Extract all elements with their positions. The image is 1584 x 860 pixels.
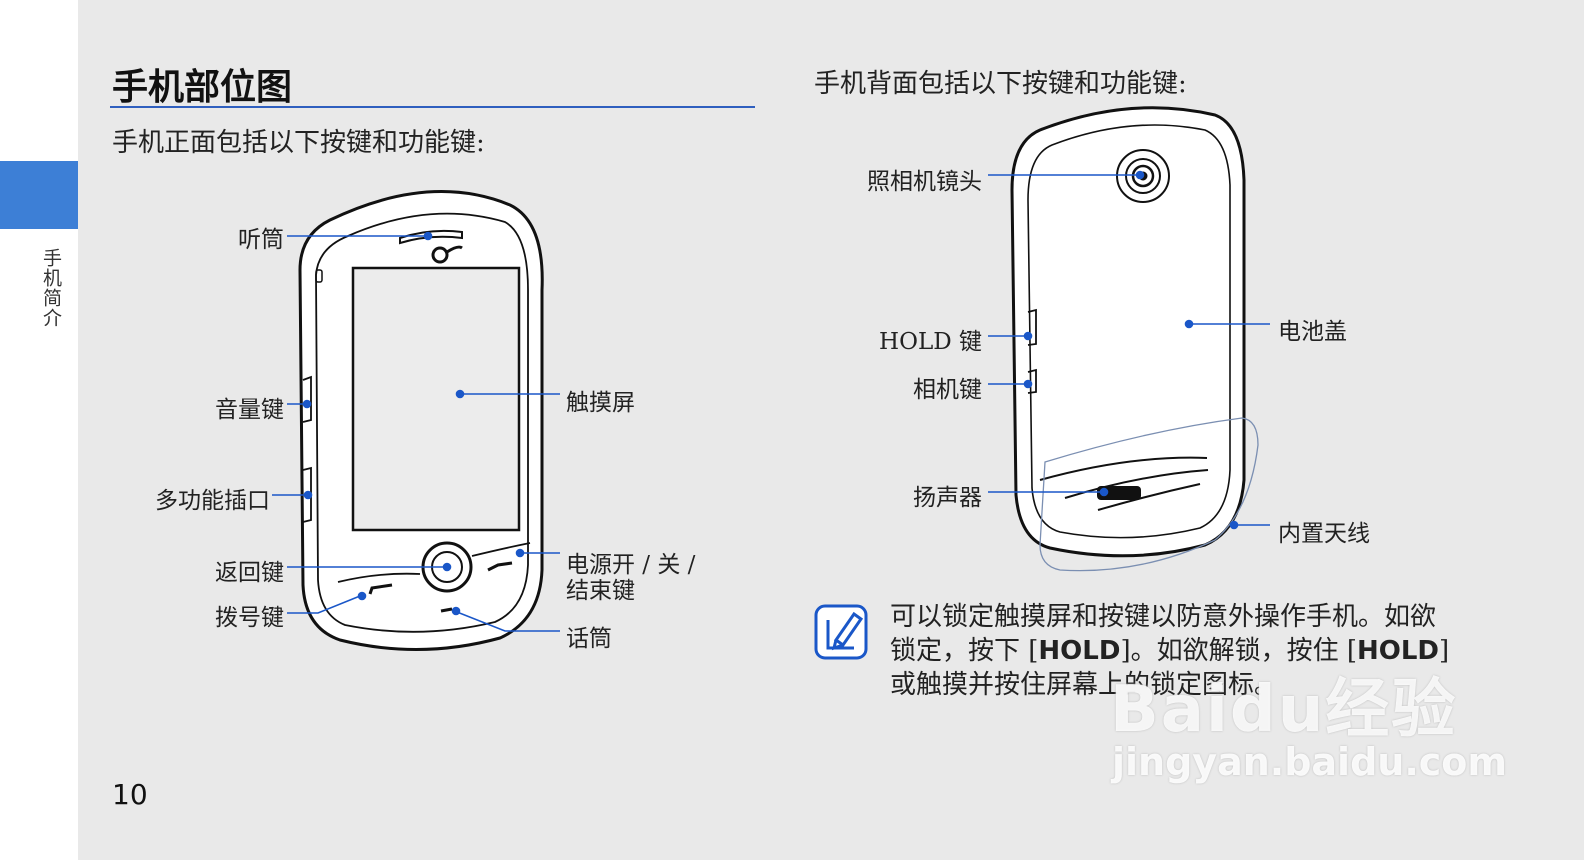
front-intro: 手机正面包括以下按键和功能键: [112, 128, 485, 158]
label-microphone: 话筒 [566, 626, 612, 652]
note-text-3: ] 或触摸并按住屏幕上的锁定图标。 [890, 636, 1450, 700]
label-volume-key: 音量键 [215, 397, 284, 423]
back-leader-lines [988, 170, 1270, 530]
label-speaker: 扬声器 [913, 485, 982, 511]
label-camera-lens: 照相机镜头 [867, 169, 982, 195]
label-internal-antenna: 内置天线 [1278, 521, 1370, 547]
front-leader-lines [272, 231, 560, 632]
label-battery-cover: 电池盖 [1278, 319, 1347, 345]
page-number: 10 [112, 778, 148, 811]
back-phone-illustration [1010, 106, 1259, 572]
title-underline [110, 106, 755, 108]
label-multifunction-port: 多功能插口 [155, 488, 270, 514]
label-camera-key: 相机键 [913, 377, 982, 403]
section-label: 手机简介 [40, 248, 62, 328]
front-phone-illustration [298, 190, 544, 652]
note-hold-1: HOLD [1038, 636, 1121, 666]
watermark-brand: Baidu经验 [1110, 673, 1458, 747]
note-text-2: ]。如欲解锁，按住 [ [1120, 636, 1357, 666]
label-hold-key: HOLD 键 [879, 329, 982, 355]
watermark-url: jingyan.baidu.com [1112, 740, 1507, 784]
note-text-1: 可以锁定触摸屏和按键以防意外操作手机。如欲锁定，按下 [ [890, 602, 1437, 666]
label-touchscreen: 触摸屏 [566, 390, 635, 416]
lock-note: 可以锁定触摸屏和按键以防意外操作手机。如欲锁定，按下 [HOLD]。如欲解锁，按… [890, 600, 1450, 702]
label-dial-key: 拨号键 [215, 605, 284, 631]
section-tab-marker [0, 161, 78, 229]
label-power-end-key-line1: 电源开 / 关 / [566, 552, 696, 578]
page-title: 手机部位图 [112, 67, 293, 108]
back-intro: 手机背面包括以下按键和功能键: [814, 69, 1187, 99]
note-hold-2: HOLD [1357, 636, 1440, 666]
note-pencil-icon [814, 604, 868, 660]
label-power-end-key-line2: 结束键 [566, 578, 635, 604]
left-margin: 手机简介 [0, 0, 78, 860]
label-back-key: 返回键 [215, 560, 284, 586]
label-earpiece: 听筒 [238, 227, 284, 253]
